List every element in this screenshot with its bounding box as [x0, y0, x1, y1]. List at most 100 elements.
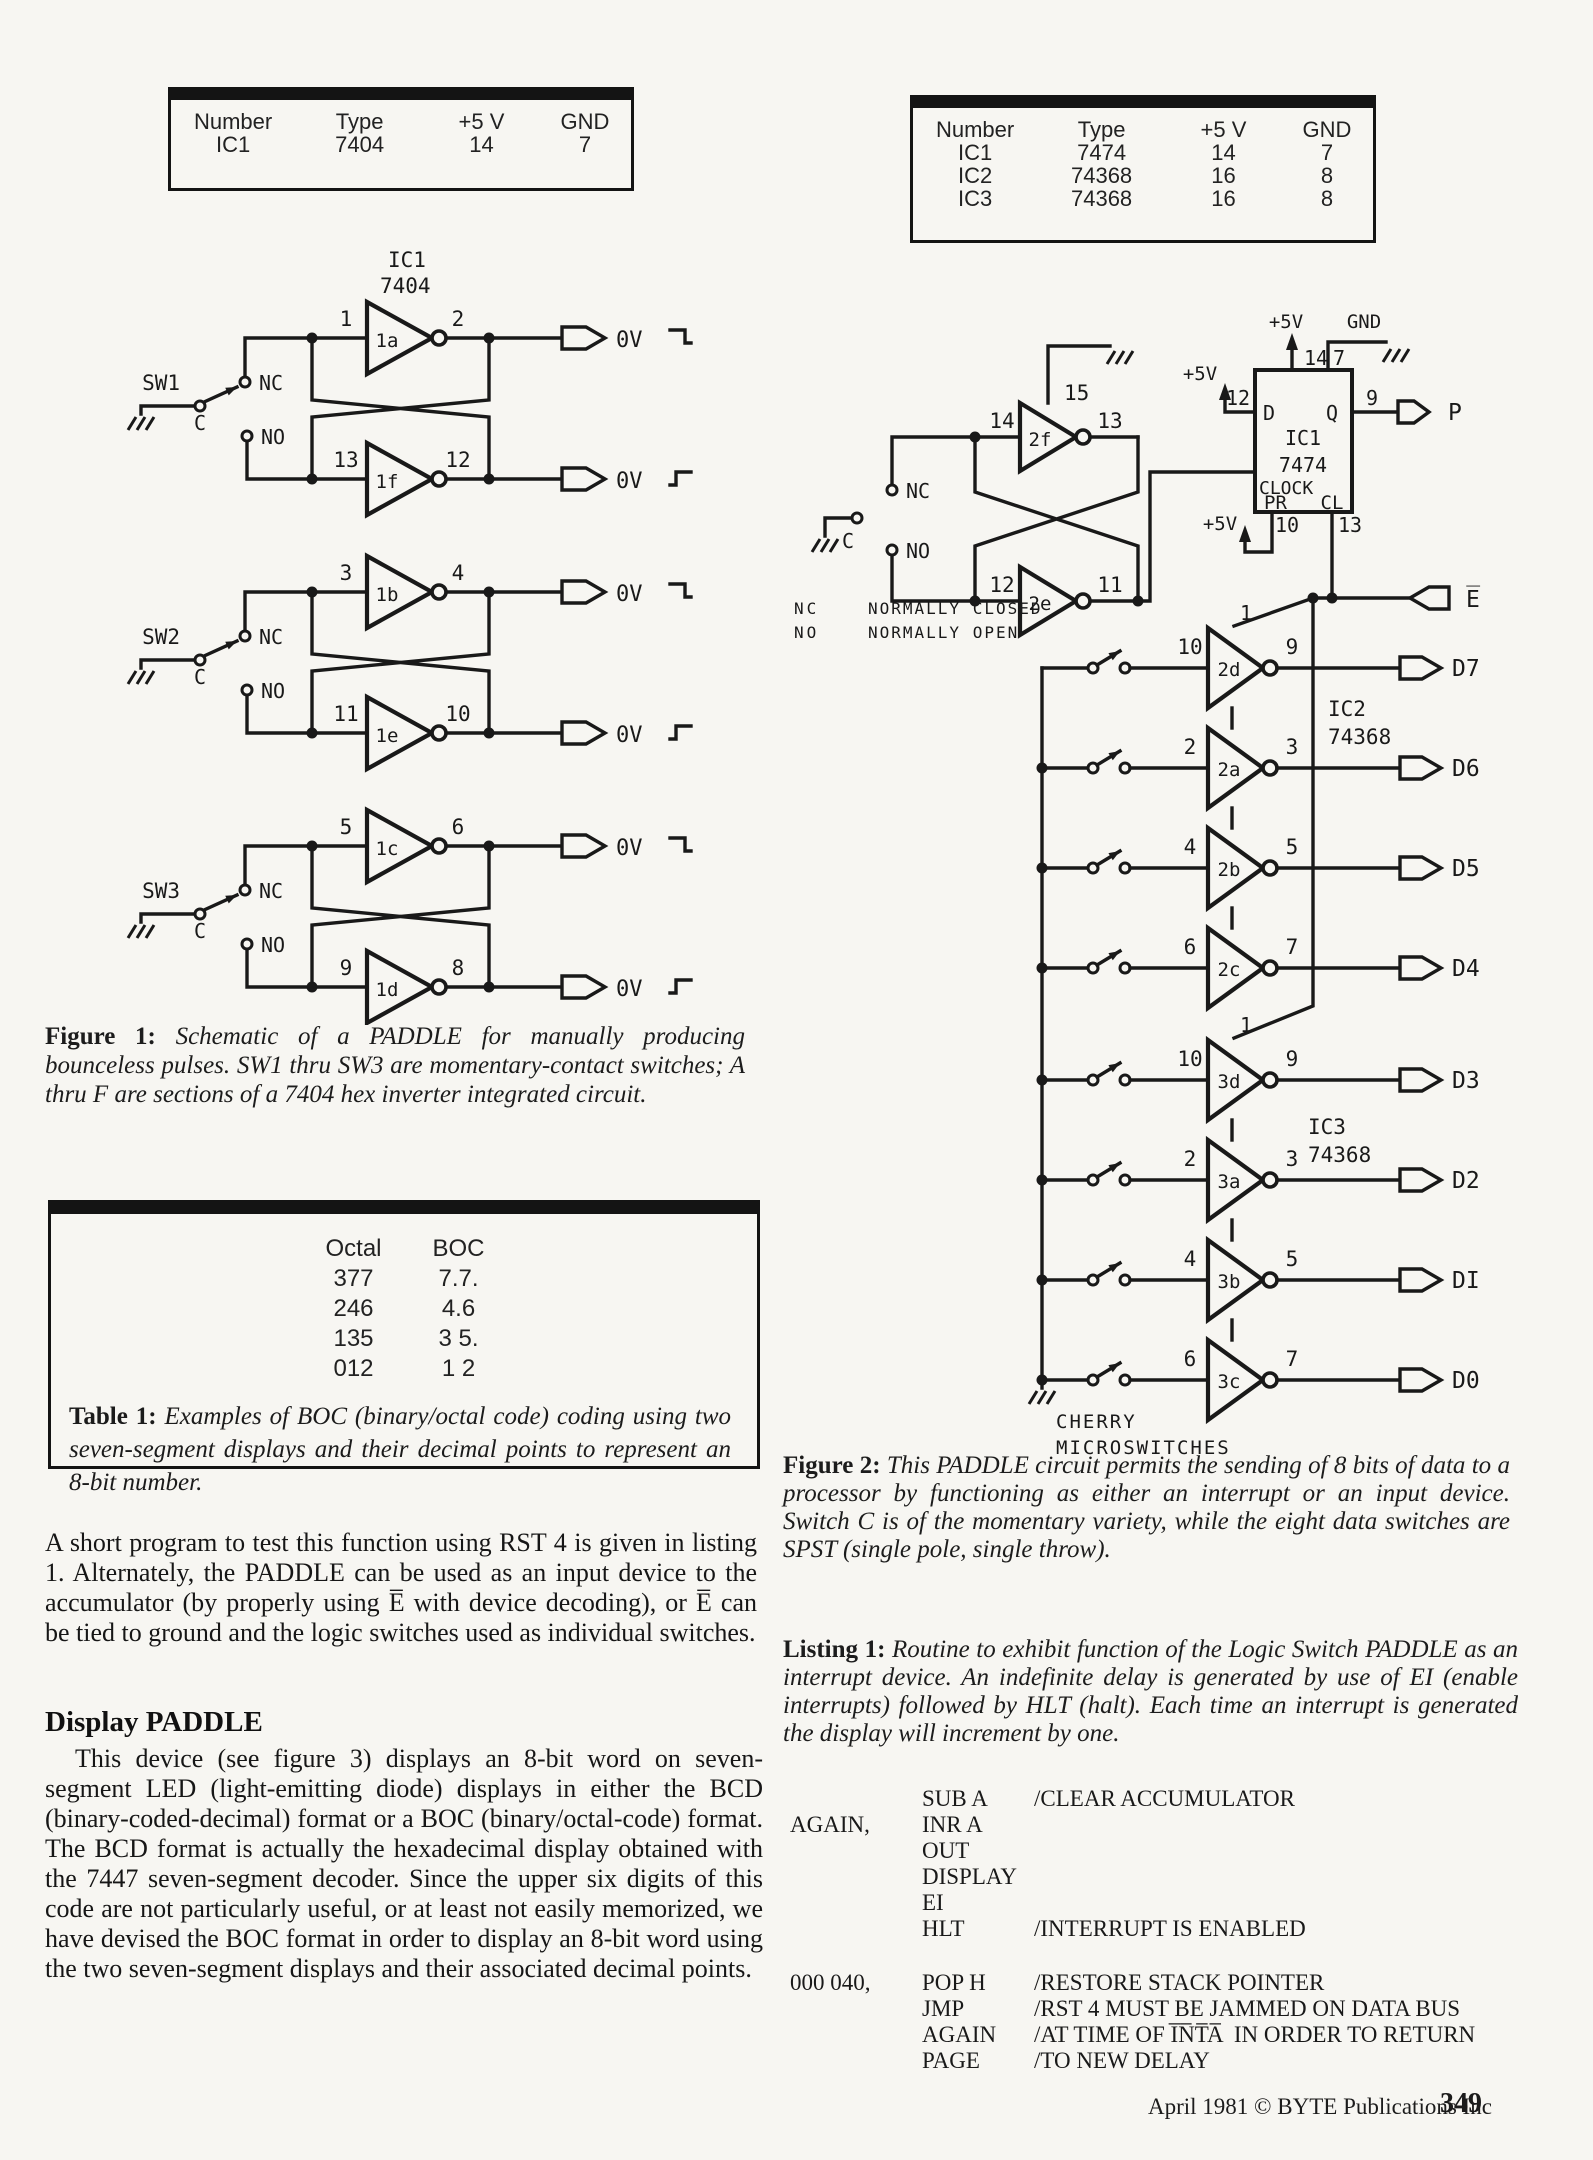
- rising-pulse-icon: [668, 470, 693, 487]
- pin-label: 12: [1226, 386, 1250, 410]
- pin-label: 8: [452, 956, 465, 980]
- figure2-caption: Figure 2: This PADDLE circuit permits th…: [783, 1452, 1510, 1564]
- ic-table-cell: 7404: [335, 132, 385, 157]
- listing-row: HLT/INTERRUPT IS ENABLED: [790, 1916, 1580, 1942]
- pin-label: 13: [1338, 513, 1362, 537]
- ground-icon: [810, 538, 840, 553]
- legend-no-key: NO: [794, 623, 819, 642]
- pin-label: 5: [340, 815, 353, 839]
- table1-cell: 7.7.: [438, 1265, 479, 1292]
- listing1-caption-label: Listing 1:: [783, 1636, 886, 1663]
- listing-address-label: [790, 1890, 922, 1916]
- signal-label: 0V: [616, 977, 643, 1002]
- pin-label: 3: [1286, 1147, 1299, 1171]
- output-connector: [1398, 855, 1445, 881]
- listing-opcode: JMP: [922, 1996, 965, 2021]
- ic-table-header: GND: [1302, 117, 1352, 142]
- listing-address-label: [790, 1916, 922, 1942]
- listing-opcode: POP H: [922, 1970, 986, 1995]
- listing-row: AGAIN/AT TIME OF I̅N̅T̅A̅ IN ORDER TO RE…: [790, 2022, 1580, 2048]
- listing-row: EI: [790, 1890, 1580, 1916]
- listing-row: DISPLAY: [790, 1864, 1580, 1890]
- pin-label: 6: [1184, 935, 1197, 959]
- listing-address-label: [790, 1996, 922, 2022]
- gate-name: 2a: [1218, 759, 1241, 781]
- listing-address-label: [790, 1786, 922, 1812]
- pin-label: 4: [452, 561, 465, 585]
- gate-name: 1d: [376, 979, 399, 1001]
- gate-name: 1c: [376, 838, 399, 860]
- no-label: NO: [261, 933, 285, 957]
- e-output-label: E̅: [1466, 585, 1480, 613]
- ground-icon: [126, 670, 156, 685]
- ground-icon: [1105, 350, 1135, 365]
- c-label: C: [194, 411, 206, 435]
- gate-name: 2c: [1218, 959, 1241, 981]
- gate-name: 3b: [1218, 1271, 1241, 1293]
- pin-label: 10: [1275, 513, 1299, 537]
- ic-table-cell: 7474: [1077, 140, 1127, 165]
- gate-name: 1e: [376, 725, 399, 747]
- ground-icon: [1027, 1390, 1057, 1405]
- listing-opcode: HLT: [922, 1916, 965, 1941]
- table1-cell: 012: [333, 1355, 374, 1382]
- listing-opcode: EI: [922, 1890, 944, 1915]
- falling-pulse-icon: [668, 836, 693, 853]
- ff-clock: CLOCK: [1259, 478, 1313, 499]
- switch-label: SW1: [142, 371, 180, 395]
- table1-header: Octal: [325, 1235, 382, 1262]
- pin-label: 1: [340, 307, 353, 331]
- listing-address-label: [790, 2048, 922, 2074]
- ground-icon: [126, 924, 156, 939]
- pin-label: 3: [1286, 735, 1299, 759]
- listing-opcode: SUB A: [922, 1786, 988, 1811]
- data-bit-label: D0: [1452, 1368, 1480, 1394]
- table1-caption: Table 1: Examples of BOC (binary/octal c…: [69, 1400, 731, 1499]
- ic-table-cell: 8: [1320, 186, 1334, 211]
- output-connector: [560, 720, 609, 746]
- vcc-label: +5V: [1203, 513, 1237, 535]
- pin-label: 2: [1184, 1147, 1197, 1171]
- switch-label: SW3: [142, 879, 180, 903]
- listing-comment: /RST 4 MUST BE JAMMED ON DATA BUS: [1034, 1996, 1461, 2021]
- listing-address-label: [790, 1838, 922, 1864]
- gate-name: 3a: [1218, 1171, 1241, 1193]
- ic-table-cell: 74368: [1070, 186, 1133, 211]
- listing-opcode: OUT: [922, 1838, 970, 1863]
- output-connector: [1398, 1267, 1445, 1293]
- pin-label: 4: [1184, 835, 1197, 859]
- ff-q: Q: [1326, 401, 1338, 425]
- listing1-caption: Listing 1: Routine to exhibit function o…: [783, 1636, 1518, 1748]
- figure1-caption: Figure 1: Schematic of a PADDLE for manu…: [45, 1022, 745, 1109]
- figure2-schematic: NC NORMALLY CLOSED NO NORMALLY OPEN NC N…: [794, 311, 1480, 1459]
- nc-label: NC: [259, 625, 283, 649]
- output-connector: [1398, 1367, 1445, 1393]
- listing-row: JMP/RST 4 MUST BE JAMMED ON DATA BUS: [790, 1996, 1580, 2022]
- output-connector: [560, 974, 609, 1000]
- switch-label: SW2: [142, 625, 180, 649]
- ic3-label: 74368: [1308, 1143, 1371, 1167]
- ic-table-header: +5 V: [1200, 117, 1247, 142]
- figure2-caption-text: This PADDLE circuit permits the sending …: [783, 1452, 1510, 1563]
- ic-table-cell: 16: [1211, 186, 1236, 211]
- gnd-label: GND: [1347, 311, 1381, 333]
- ic-table-header: Number: [193, 109, 273, 134]
- pin-label: 1: [1240, 1013, 1252, 1037]
- signal-label: 0V: [616, 723, 643, 748]
- ic-table-header: Number: [935, 117, 1015, 142]
- ff-pr: PR: [1264, 492, 1287, 514]
- listing1-caption-text: Routine to exhibit function of the Logic…: [783, 1636, 1518, 1747]
- listing-address-label: [790, 1864, 922, 1890]
- c-label: C: [194, 665, 206, 689]
- signal-label: 0V: [616, 836, 643, 861]
- legend-nc-text: NORMALLY CLOSED: [868, 599, 1043, 618]
